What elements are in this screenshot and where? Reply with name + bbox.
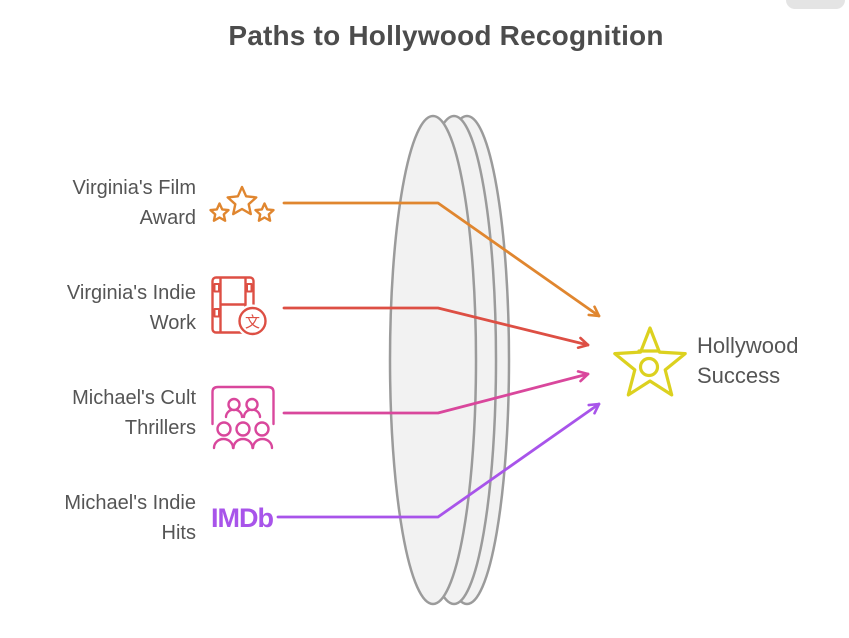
flow-arrow-film-award <box>282 201 601 318</box>
source-label-cult-thrillers: Michael's Cult Thrillers <box>72 387 196 439</box>
imdb-logo: IMDb <box>211 503 274 533</box>
walk-of-fame-star-icon <box>613 326 687 397</box>
flow-arrow-cult-thrillers <box>282 370 590 415</box>
source-label-film-award: Virginia's Film Award <box>72 177 196 229</box>
audience-icon <box>211 385 275 450</box>
three-stars-icon <box>209 185 275 222</box>
top-right-pill <box>786 0 845 9</box>
lens-shape <box>388 114 511 606</box>
source-label-indie-hits: Michael's Indie Hits <box>64 492 196 544</box>
subtitles-glyph: 文 <box>245 314 260 331</box>
flow-arrow-indie-work <box>282 306 590 349</box>
flow-arrow-indie-hits <box>276 402 601 519</box>
source-label-indie-work: Virginia's Indie Work <box>66 282 196 334</box>
film-subtitles-icon: 文 <box>211 276 269 338</box>
target-label-hollywood-success: Hollywood Success <box>697 333 799 388</box>
diagram-title: Paths to Hollywood Recognition <box>228 20 664 51</box>
